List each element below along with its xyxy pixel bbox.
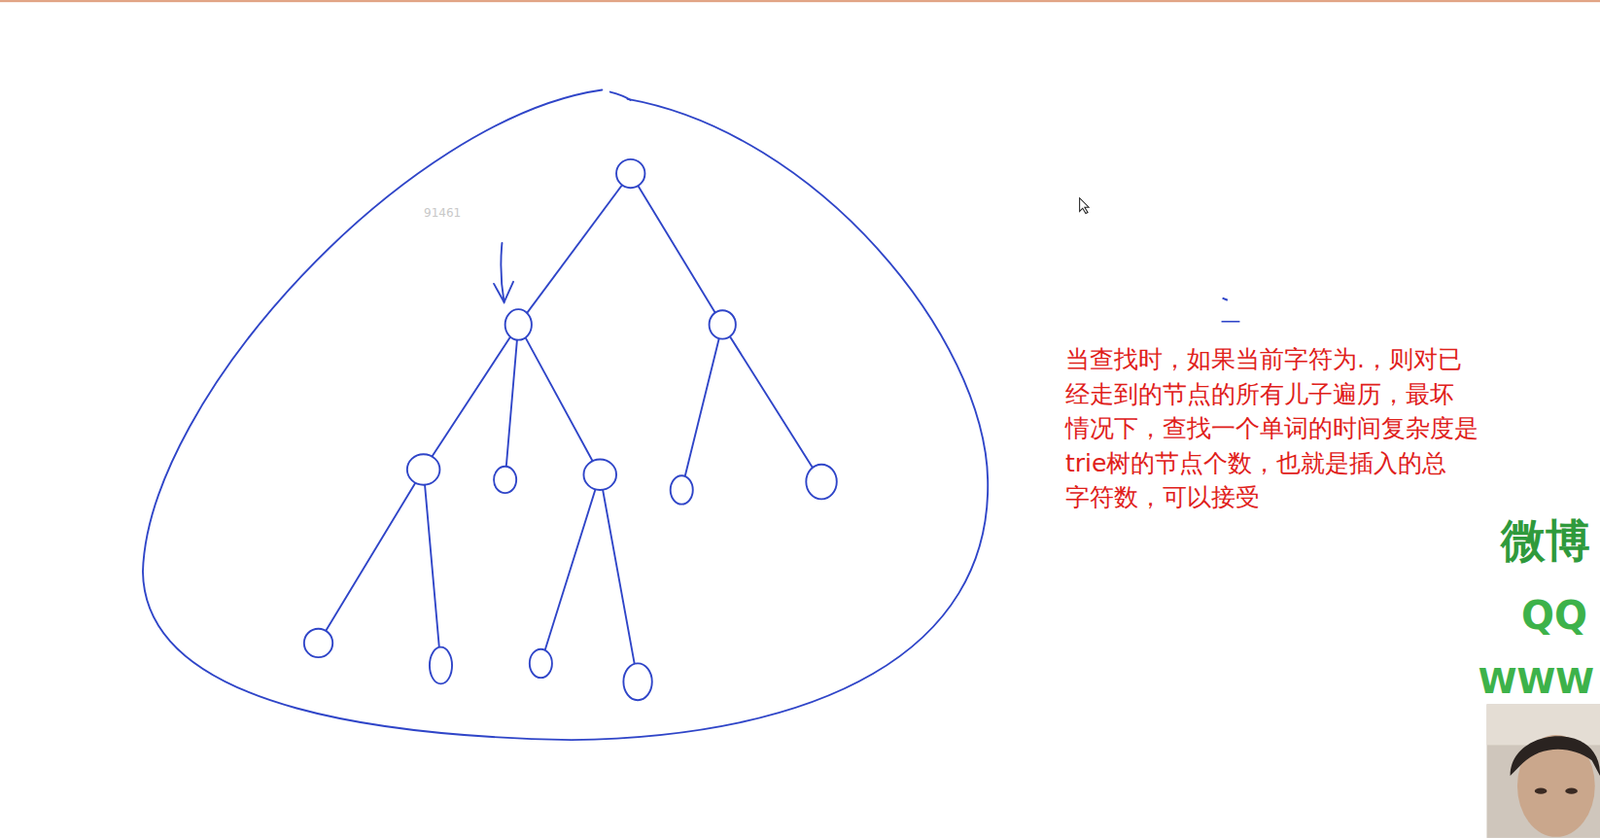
stray-mark bbox=[1222, 298, 1228, 301]
webcam-inset bbox=[1486, 703, 1600, 838]
note-text: 当查找时，如果当前字符为.，则对已 经走到的节点的所有儿子遍历，最坏 情况下，查… bbox=[1065, 342, 1531, 516]
outline-tail bbox=[610, 92, 631, 101]
set-outline bbox=[142, 89, 988, 740]
tree-nodes bbox=[304, 159, 837, 700]
watermark-number: 91461 bbox=[423, 206, 461, 220]
mouse-cursor bbox=[1079, 198, 1089, 214]
logo-text: 微博 bbox=[1500, 515, 1591, 567]
stray-mark bbox=[1221, 320, 1241, 323]
trie-sketch bbox=[142, 89, 988, 740]
logo-text: QQ bbox=[1521, 592, 1588, 638]
top-border bbox=[0, 0, 1600, 2]
pointer-arrow bbox=[493, 243, 514, 303]
logo-text: WWW bbox=[1478, 660, 1595, 701]
tree-edges bbox=[318, 173, 823, 683]
